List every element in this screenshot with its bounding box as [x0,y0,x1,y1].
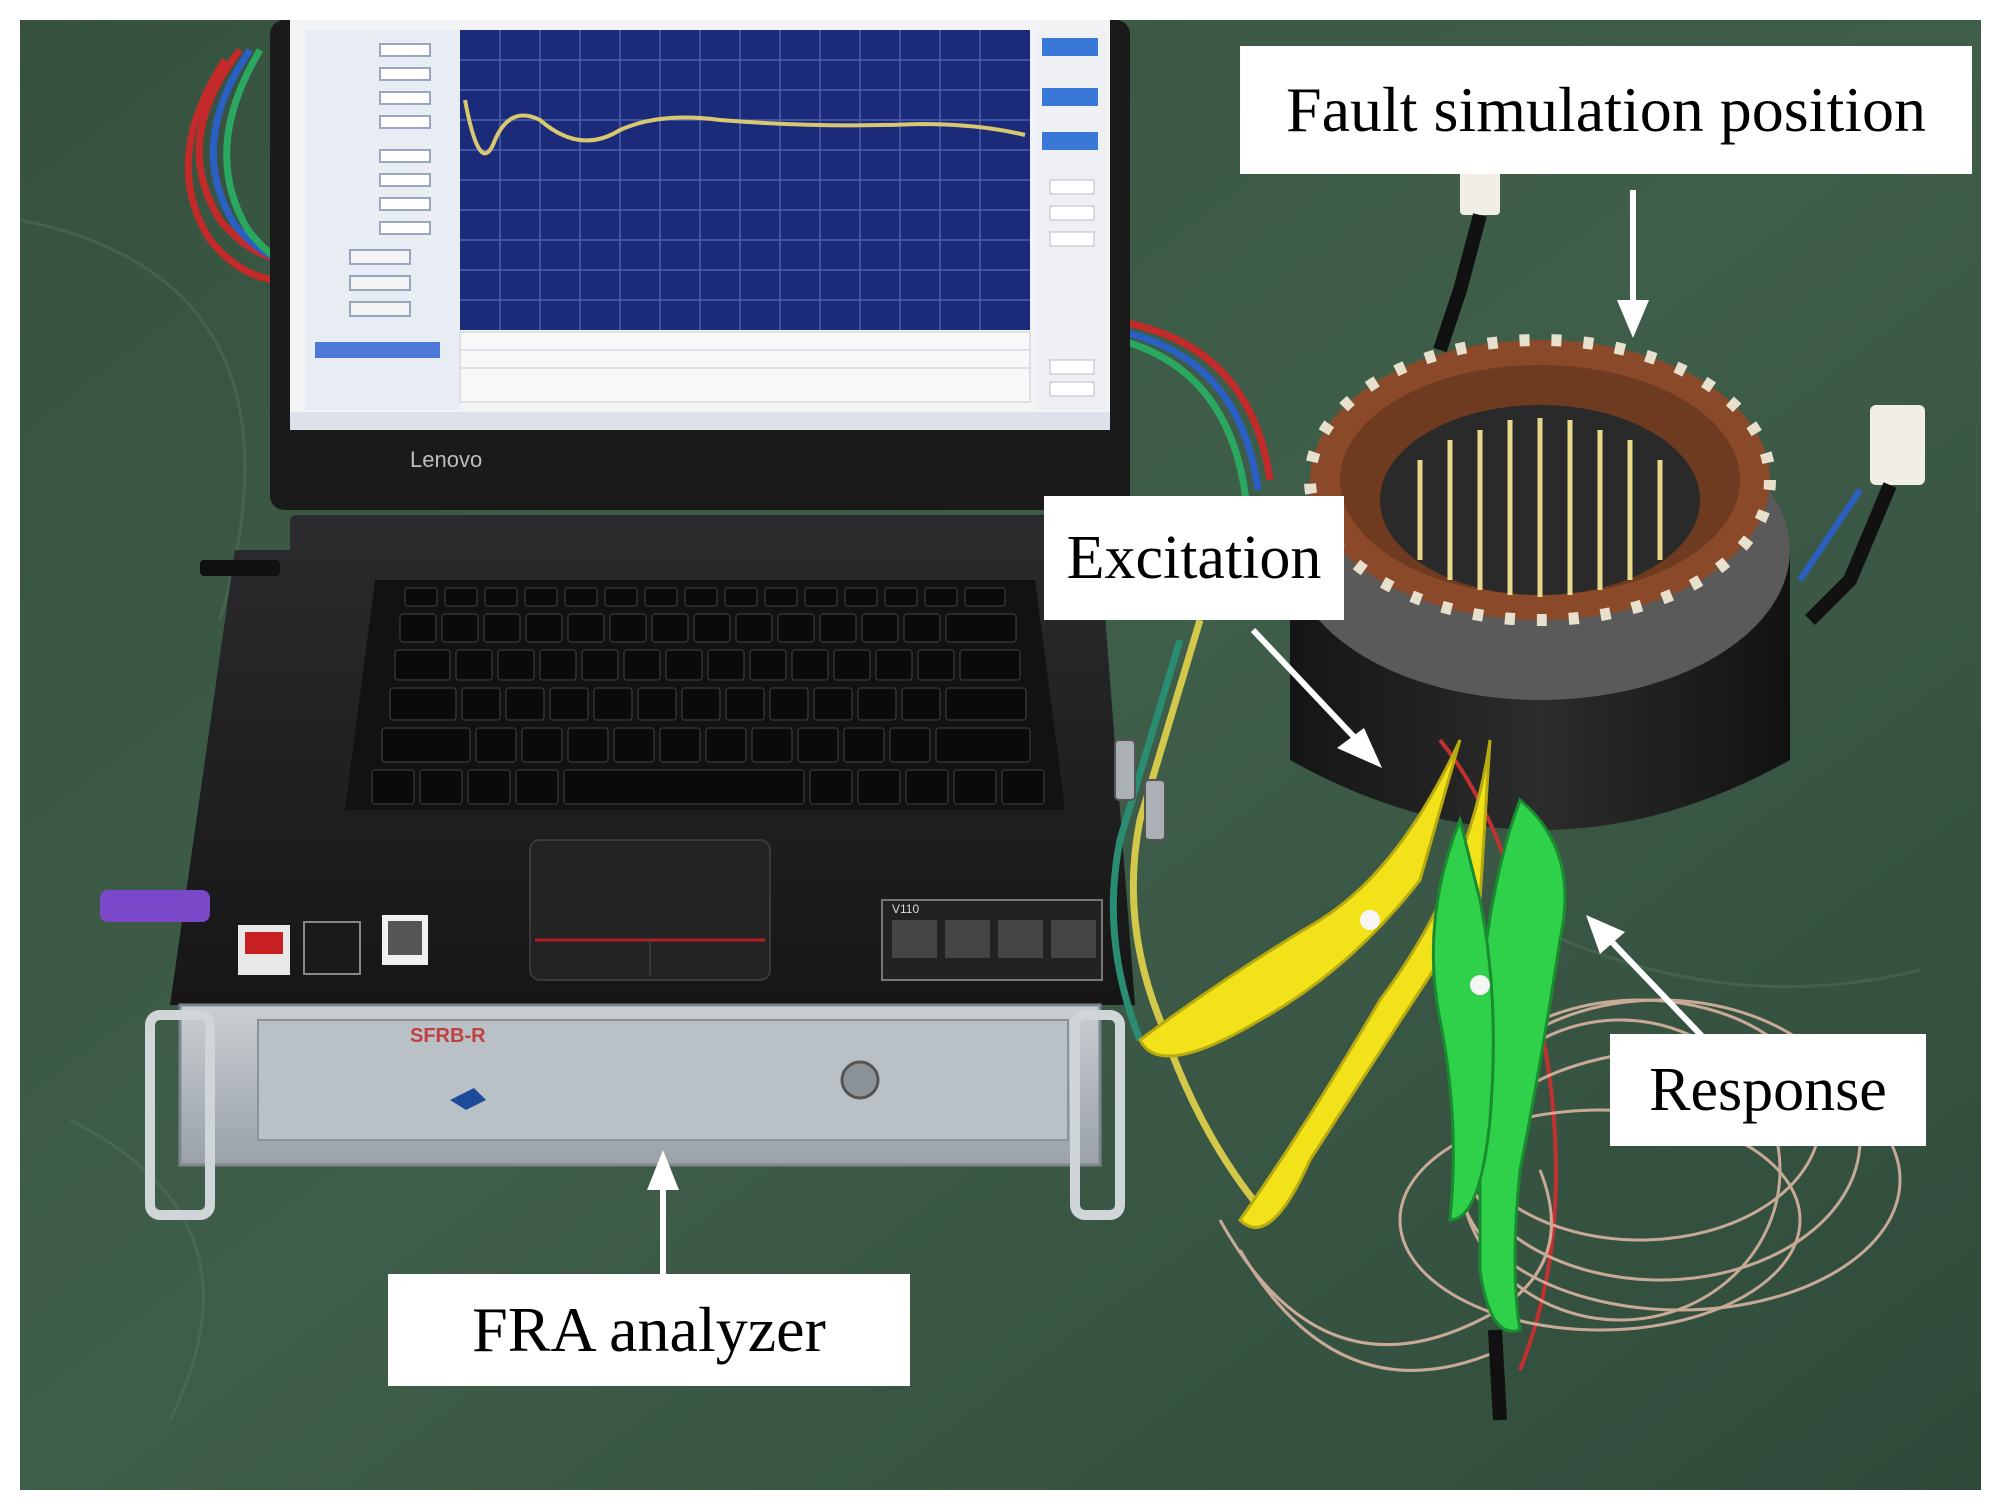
excitation-label: Excitation [1044,496,1344,620]
laptop-brand-text: Lenovo [410,447,482,472]
excitation-clamp [1138,739,1492,1229]
laptop-sticker-model: V110 [892,902,919,916]
fra-analyzer-device: SFRB-R [145,1003,1125,1220]
photo-background: Lenovo [20,20,1981,1490]
response-label: Response [1610,1034,1926,1146]
fault-simulation-position-label: Fault simulation position [1240,46,1972,174]
analyzer-model-text: SFRB-R [410,1025,486,1047]
response-clamp [1431,797,1567,1421]
fra-analyzer-label: FRA analyzer [388,1274,910,1386]
laptop-screen: Lenovo [270,20,1130,510]
transformer-winding [1290,170,1925,830]
laptop-base: V110 [100,515,1135,1005]
